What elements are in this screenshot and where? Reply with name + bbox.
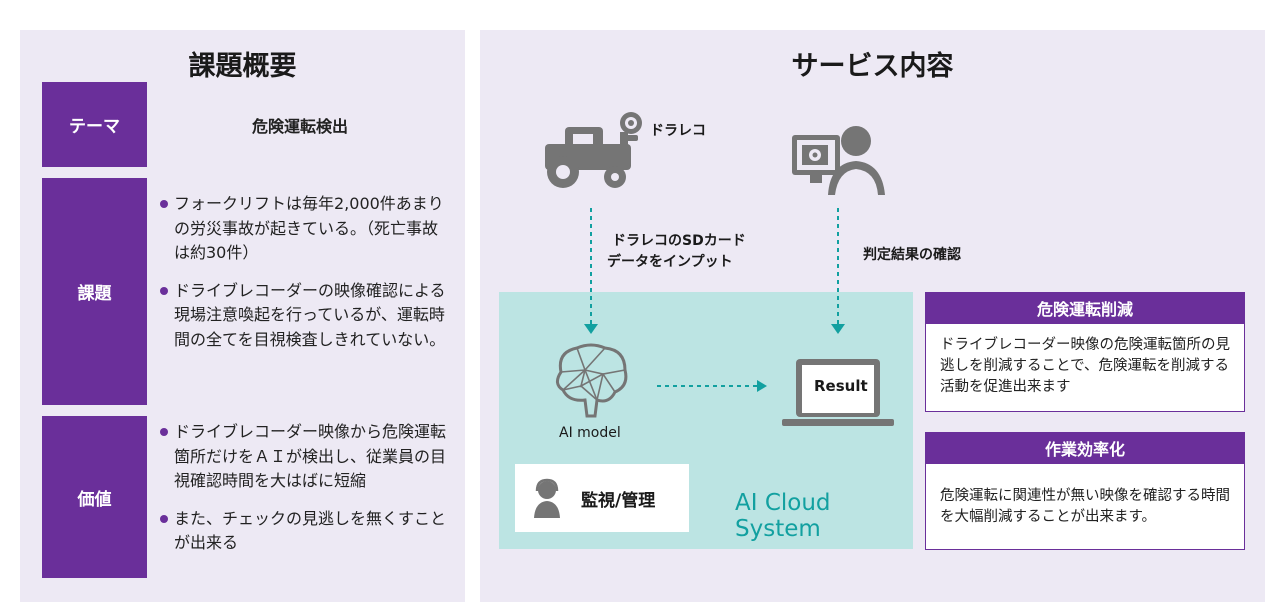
monitoring-label: 監視/管理: [581, 491, 656, 511]
card-risk-reduction-body: ドライブレコーダー映像の危険運転箇所の見逃しを削減することで、危険運転を削減する…: [925, 323, 1245, 412]
laptop-icon: [782, 359, 894, 426]
theme-label: テーマ: [42, 82, 147, 167]
ai-brain-icon: [556, 343, 628, 418]
confirm-label: 判定結果の確認: [863, 247, 961, 263]
flow-arrow-input: [584, 208, 598, 334]
card-risk-reduction-title: 危険運転削減: [925, 292, 1245, 323]
ai-cloud-system-label: AI Cloud System: [735, 490, 831, 542]
card-risk-reduction-text: ドライブレコーダー映像の危険運転箇所の見逃しを削減することで、危険運転を削減する…: [940, 337, 1230, 395]
value-item: ドライブレコーダー映像から危険運転箇所だけをＡＩが検出し、従業員の目視確認時間を…: [160, 420, 450, 494]
operator-headset-icon: [534, 478, 560, 518]
ai-cloud-system-area: AI model Result 監視/管理 AI Cloud System: [499, 292, 913, 549]
service-content-title: サービス内容: [791, 51, 954, 82]
theme-value: 危険運転検出: [251, 116, 348, 136]
input-label-line2: データをインプット: [607, 254, 733, 270]
flow-arrow-horizontal: [657, 380, 767, 392]
card-efficiency-title: 作業効率化: [925, 432, 1245, 463]
operator-monitor-icon: [792, 126, 885, 195]
problem-overview-panel: 課題概要 テーマ 危険運転検出 課題 フォークリフトは毎年2,000件あまりの労…: [20, 30, 465, 602]
service-content-panel: サービス内容 ドラレコ ドラレコのSDカード データをインプット 判定結果の確認: [480, 30, 1265, 602]
card-efficiency-body: 危険運転に関連性が無い映像を確認する時間を大幅削減することが出来ます。: [925, 463, 1245, 550]
value-list: ドライブレコーダー映像から危険運転箇所だけをＡＩが検出し、従業員の目視確認時間を…: [160, 420, 450, 569]
dashcam-icon: [620, 112, 642, 141]
value-item: また、チェックの見逃しを無くすことが出来る: [160, 507, 450, 556]
value-label: 価値: [42, 416, 147, 578]
card-efficiency-text: 危険運転に関連性が無い映像を確認する時間を大幅削減することが出来ます。: [940, 488, 1230, 525]
issue-item: ドライブレコーダーの映像確認による現場注意喚起を行っているが、運転時間の全てを目…: [160, 279, 450, 353]
monitoring-box: 監視/管理: [515, 464, 689, 532]
flow-arrow-confirm: [831, 208, 845, 334]
result-label: Result: [814, 377, 868, 395]
input-label-line1: ドラレコのSDカード: [612, 233, 746, 249]
dashcam-label: ドラレコ: [650, 123, 706, 139]
issue-list: フォークリフトは毎年2,000件あまりの労災事故が起きている。（死亡事故は約30…: [160, 192, 450, 365]
issue-label: 課題: [42, 178, 147, 405]
issue-item: フォークリフトは毎年2,000件あまりの労災事故が起きている。（死亡事故は約30…: [160, 192, 450, 266]
problem-overview-title: 課題概要: [188, 51, 297, 82]
ai-model-label: AI model: [559, 425, 621, 441]
